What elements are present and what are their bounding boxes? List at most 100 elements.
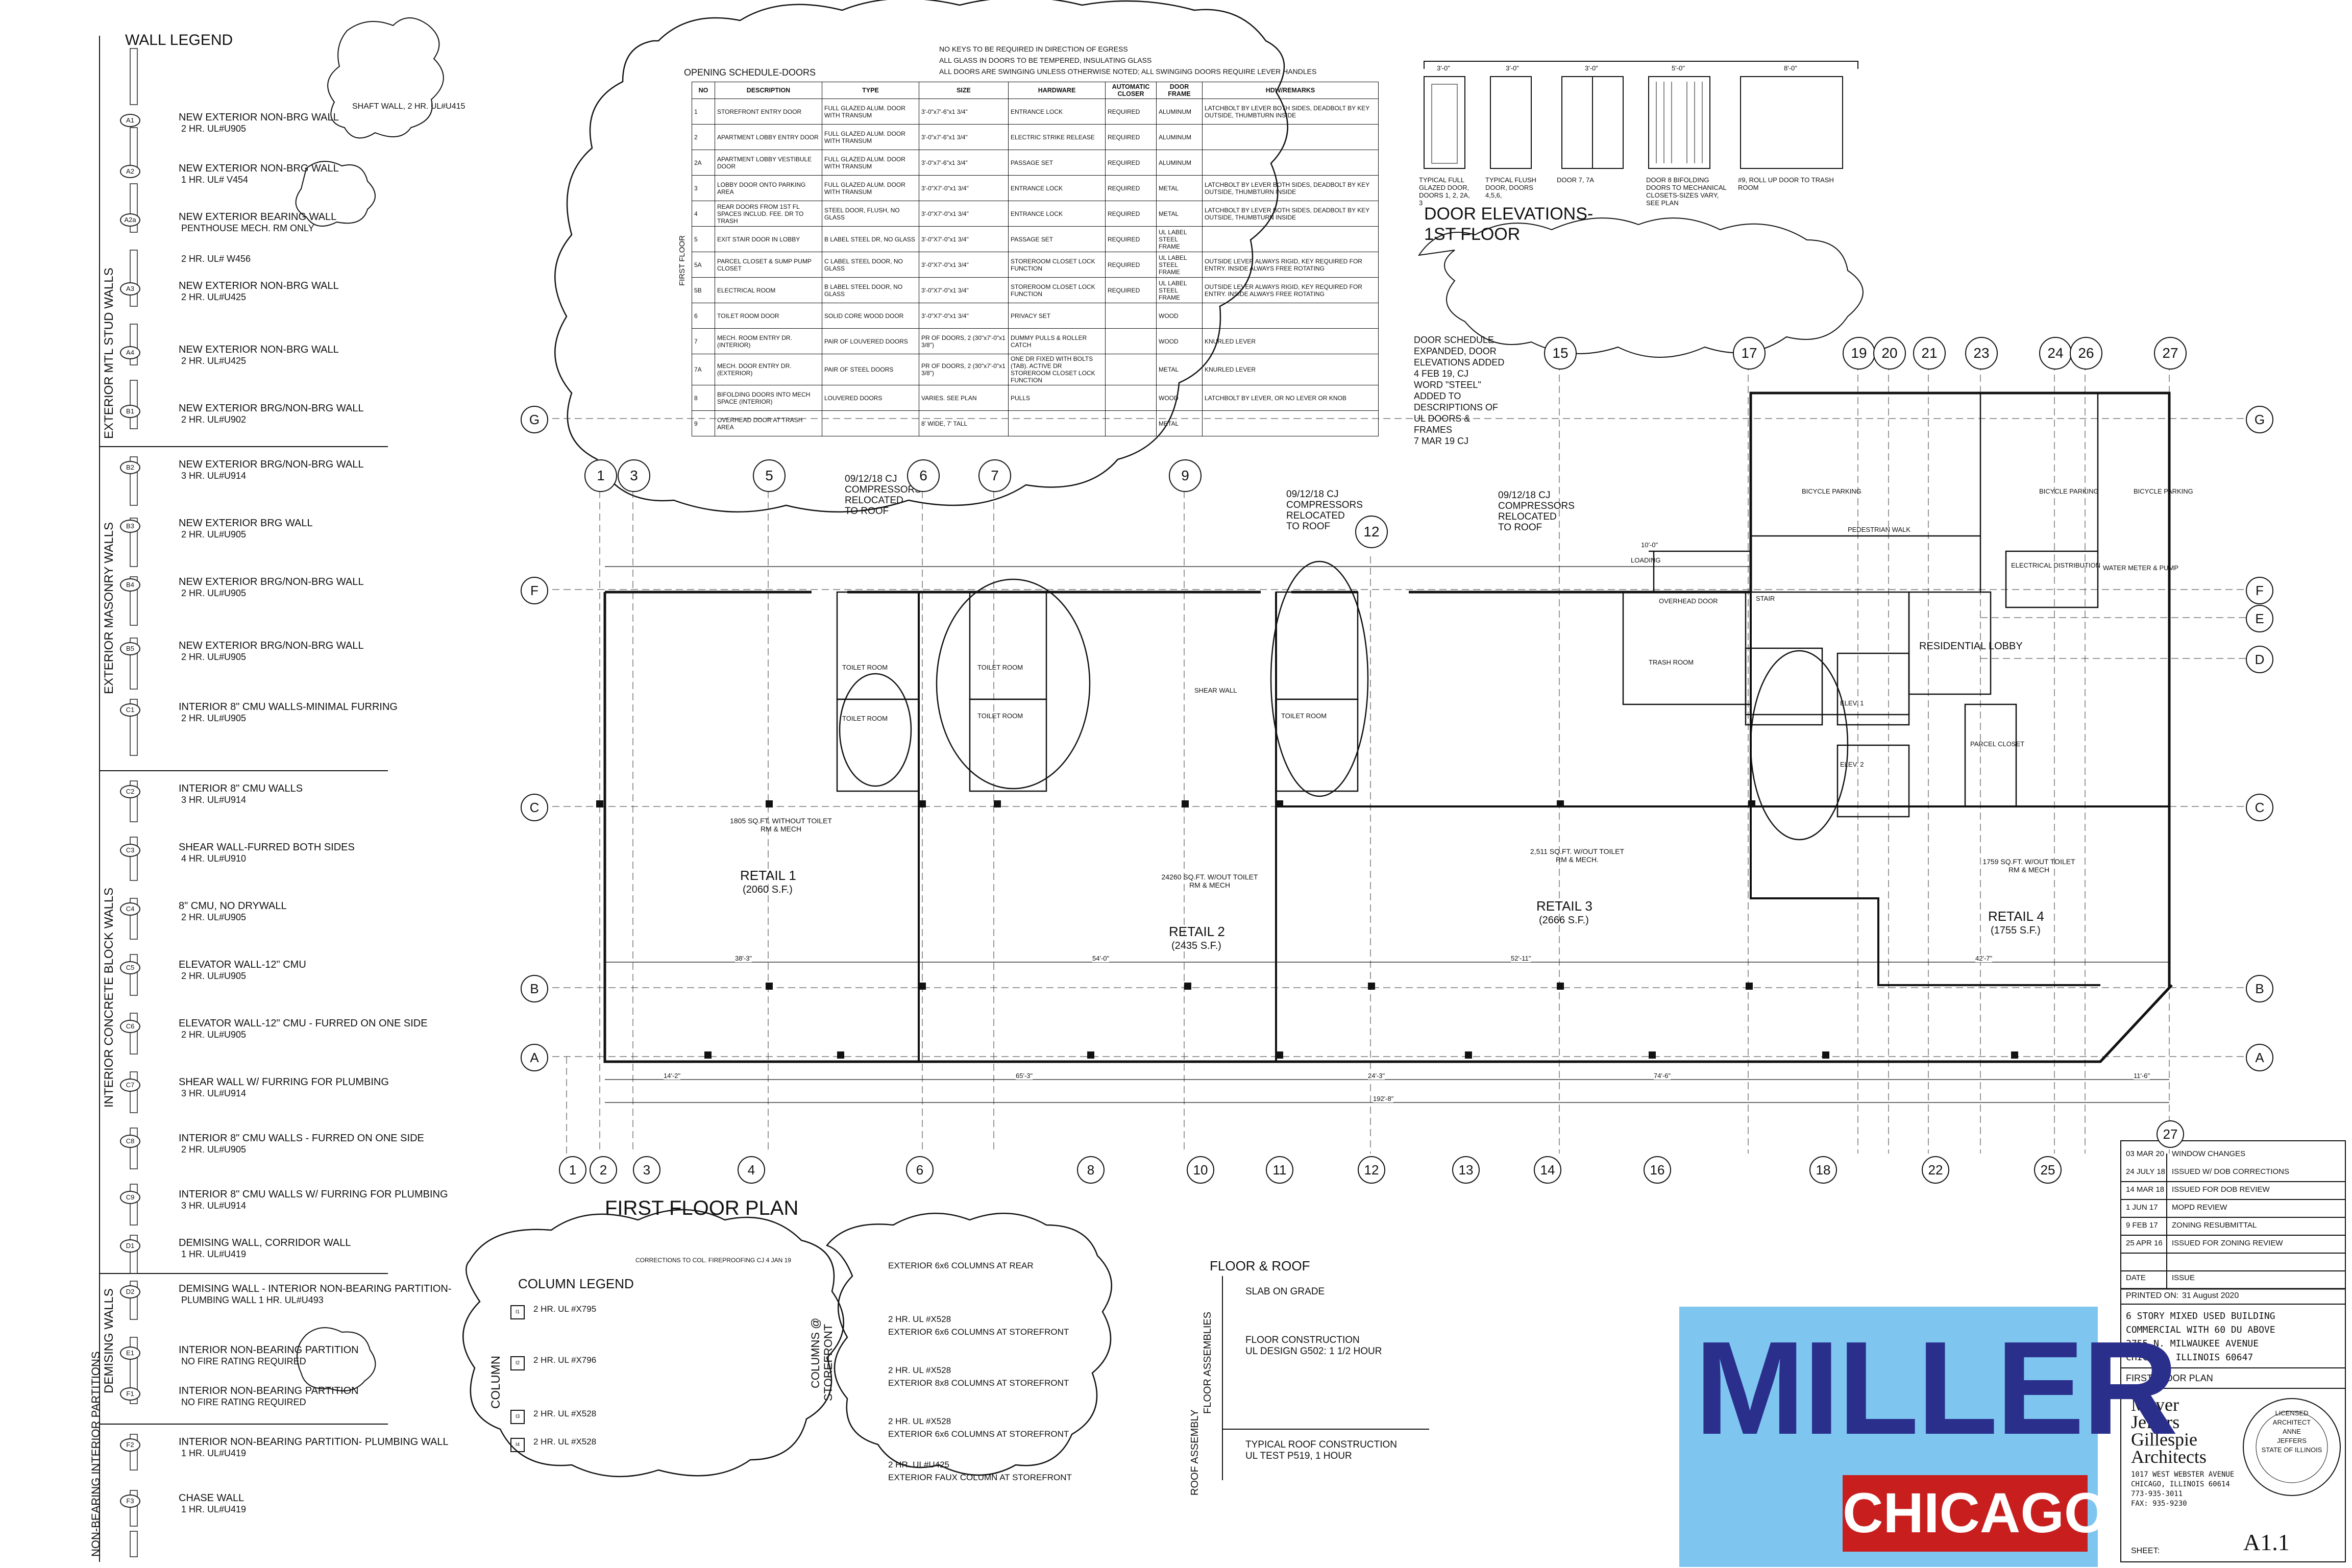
plan-dimension: 192'-8" <box>1373 1095 1394 1102</box>
door-schedule-cell: PRIVACY SET <box>1008 303 1106 329</box>
door-schedule-cell: 6 <box>692 303 715 329</box>
wall-key-badge: B1 <box>120 405 140 418</box>
door-schedule-cell: FULL GLAZED ALUM. DOOR WITH TRANSUM <box>822 99 919 125</box>
storefront-column-name: EXTERIOR FAUX COLUMN AT STOREFRONT <box>888 1473 1072 1482</box>
plan-label: TOILET ROOM <box>977 712 1023 720</box>
door-schedule-cell <box>1105 385 1157 411</box>
wall-key-badge: A1 <box>120 114 140 127</box>
project-line: CHICAGO, ILLINOIS 60647 <box>2126 1352 2253 1363</box>
plan-dimension: 54'-0" <box>1092 954 1110 962</box>
plan-label: TOILET ROOM <box>842 664 888 671</box>
seal-line: ANNE <box>2282 1428 2301 1435</box>
printed-on-value: 31 August 2020 <box>2182 1291 2239 1300</box>
door-schedule-cell <box>1008 410 1106 436</box>
door-schedule-cell: 3'-0"X7'-0"x1 3/4" <box>919 277 1009 303</box>
wall-type-name: INTERIOR NON-BEARING PARTITION <box>179 1344 359 1356</box>
wall-key-badge: C8 <box>120 1135 140 1148</box>
column-rating: 2 HR. UL #X528 <box>533 1409 597 1418</box>
wall-type-name: NEW EXTERIOR BRG WALL <box>179 518 313 529</box>
grid-bubble-top: 6 <box>907 459 940 492</box>
wall-type-name: INTERIOR 8" CMU WALLS-MINIMAL FURRING <box>179 701 398 713</box>
wall-type-name: NEW EXTERIOR BRG/NON-BRG WALL <box>179 640 364 651</box>
door-schedule-cell: 5A <box>692 252 715 278</box>
door-schedule-cell <box>822 410 919 436</box>
wall-category-int-cmu: INTERIOR CONCRETE BLOCK WALLS <box>102 887 116 1108</box>
door-schedule-cell: ENTRANCE LOCK <box>1008 99 1106 125</box>
wall-key-badge: C1 <box>120 703 140 717</box>
door-schedule-header: NO <box>692 82 715 99</box>
door-schedule-cell: WOOD <box>1156 385 1203 411</box>
door-schedule-cell: REQUIRED <box>1105 99 1157 125</box>
wall-category-non-bearing: NON-BEARING INTERIOR PARTITIONS <box>89 1351 102 1557</box>
storefront-side-label-1: COLUMNS @ <box>809 1317 822 1388</box>
wall-key-badge: A2a <box>120 213 140 227</box>
door-schedule-cell: WOOD <box>1156 303 1203 329</box>
door-schedule-cell: PASSAGE SET <box>1008 226 1106 252</box>
grid-bubble-bottom: 18 <box>1809 1156 1837 1184</box>
revision-date: 9 FEB 17 <box>2126 1221 2158 1230</box>
storefront-column-name: EXTERIOR 8x8 COLUMNS AT STOREFRONT <box>888 1378 1069 1388</box>
grid-bubble-bottom: 27 <box>2157 1120 2184 1148</box>
plan-label: ELEV. 2 <box>1840 761 1864 768</box>
assembly-rating: UL DESIGN G502: 1 1/2 HOUR <box>1245 1346 1382 1357</box>
note-line: 09/12/18 CJ <box>1286 489 1339 500</box>
door-schedule-cell: OUTSIDE LEVER ALWAYS RIGID, KEY REQUIRED… <box>1202 277 1379 303</box>
room-area: (2435 S.F.) <box>1171 940 1221 951</box>
room-note: 1805 SQ.FT. WITHOUT TOILET RM & MECH <box>730 817 832 833</box>
column-legend-correction: CORRECTIONS TO COL. FIREPROOFING CJ 4 JA… <box>635 1257 791 1264</box>
firm-line: Jeffers <box>2131 1412 2180 1432</box>
wall-type-rating: PLUMBING WALL 1 HR. UL#U493 <box>181 1295 324 1305</box>
address-line: 1017 WEST WEBSTER AVENUE <box>2131 1471 2235 1479</box>
grid-bubble-bottom: 2 <box>590 1156 617 1184</box>
door-schedule-cell <box>1202 226 1379 252</box>
door-schedule-cell: LATCHBOLT BY LEVER, OR NO LEVER OR KNOB <box>1202 385 1379 411</box>
door-elevations-title-2: 1ST FLOOR <box>1424 225 1521 244</box>
plan-label: LOADING <box>1631 556 1661 564</box>
wall-category-ext-metal-stud: EXTERIOR MTL STUD WALLS <box>102 267 116 439</box>
door-schedule-cell: 1 <box>692 99 715 125</box>
door-note-2: ALL GLASS IN DOORS TO BE TEMPERED, INSUL… <box>939 56 1152 64</box>
wall-key-badge: E1 <box>120 1346 140 1360</box>
column-key: I4 <box>510 1438 525 1452</box>
grid-bubble-top: 27 <box>2154 337 2187 370</box>
door-schedule-cell: LATCHBOLT BY LEVER BOTH SIDES, DEADBOLT … <box>1202 99 1379 125</box>
address-line: 773-935-3011 <box>2131 1490 2183 1498</box>
door-schedule-cell: 3'-0"X7'-0"x1 3/4" <box>919 252 1009 278</box>
grid-bubble-left: A <box>521 1044 548 1071</box>
wall-type-name: 8" CMU, NO DRYWALL <box>179 900 287 912</box>
door-schedule-cell: PR OF DOORS, 2 (30"x7'-0"x1 3/8") <box>919 354 1009 385</box>
grid-bubble-bottom: 8 <box>1077 1156 1105 1184</box>
note-line: TO ROOF <box>1286 521 1331 532</box>
door-schedule-cell <box>1105 328 1157 354</box>
door-schedule-cell: REQUIRED <box>1105 150 1157 176</box>
assembly-name: TYPICAL ROOF CONSTRUCTION <box>1245 1439 1397 1450</box>
grid-bubble-bottom: 16 <box>1644 1156 1671 1184</box>
plan-label: BICYCLE PARKING <box>1802 487 1861 495</box>
door-schedule-cell: TOILET ROOM DOOR <box>715 303 822 329</box>
wall-type-rating: 2 HR. UL#U902 <box>181 414 247 425</box>
door-schedule-cell <box>1202 124 1379 150</box>
wall-type-name: DEMISING WALL, CORRIDOR WALL <box>179 1237 351 1248</box>
door-schedule-cell: STOREFRONT ENTRY DOOR <box>715 99 822 125</box>
door-schedule-cell: FULL GLAZED ALUM. DOOR WITH TRANSUM <box>822 124 919 150</box>
door-schedule-cell: PR OF DOORS, 2 (30"x7'-0"x1 3/8") <box>919 328 1009 354</box>
door-schedule-cell: ALUMINUM <box>1156 150 1203 176</box>
door-schedule-cell: APARTMENT LOBBY VESTIBULE DOOR <box>715 150 822 176</box>
door-schedule-cell: UL LABEL STEEL FRAME <box>1156 277 1203 303</box>
door-schedule-cell: 3'-0"x7'-6"x1 3/4" <box>919 150 1009 176</box>
door-schedule-cell: REQUIRED <box>1105 226 1157 252</box>
grid-bubble-bottom: 6 <box>906 1156 934 1184</box>
note-line: DOOR SCHEDULE <box>1414 335 1494 345</box>
door-schedule-cell: BIFOLDING DOORS INTO MECH SPACE (INTERIO… <box>715 385 822 411</box>
wall-type-rating: 2 HR. UL#U905 <box>181 124 247 134</box>
wall-key-badge: B2 <box>120 461 140 474</box>
wall-key-badge: C5 <box>120 961 140 974</box>
grid-bubble-top: 19 <box>1843 337 1875 370</box>
